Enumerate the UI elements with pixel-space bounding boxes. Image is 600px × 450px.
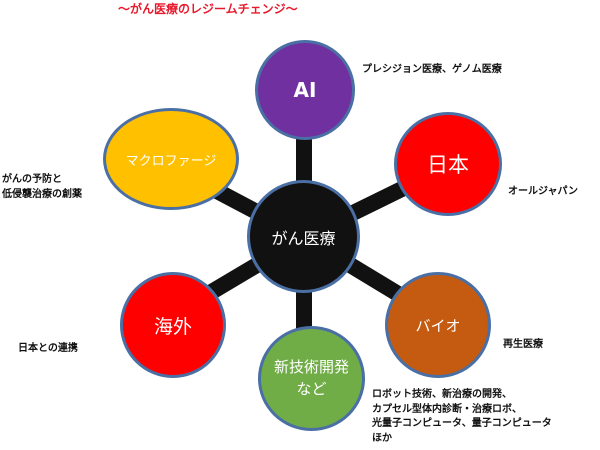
node-macrophage: マクロファージ xyxy=(103,108,239,210)
diagram-title: 〜がん医療のレジームチェンジ〜 xyxy=(118,2,298,16)
node-ai: AI xyxy=(255,40,355,140)
node-overseas-label: 海外 xyxy=(153,315,192,338)
annotation-bio: 再生医療 xyxy=(503,339,543,350)
annotation-ai: プレシジョン医療、ゲノム医療 xyxy=(362,64,502,75)
node-bio: バイオ xyxy=(385,272,491,378)
node-center: がん医療 xyxy=(247,180,360,293)
node-japan-label: 日本 xyxy=(427,153,469,177)
node-macrophage-label: マクロファージ xyxy=(125,153,217,169)
node-overseas: 海外 xyxy=(120,272,226,378)
node-bio-label: バイオ xyxy=(415,316,461,335)
annotation-newtech: ロボット技術、新治療の開発、 カプセル型体内診断・治療ロボ、 光量子コンピュータ… xyxy=(372,389,552,444)
annotation-overseas: 日本との連携 xyxy=(18,343,78,354)
node-newtech: 新技術開発 など xyxy=(258,326,365,431)
node-ai-label: AI xyxy=(293,78,317,102)
node-japan: 日本 xyxy=(394,112,502,216)
node-newtech-label: 新技術開発 など xyxy=(273,357,349,398)
node-center-label: がん医療 xyxy=(271,228,336,248)
annotation-japan: オールジャパン xyxy=(508,186,578,197)
annotation-macrophage: がんの予防と 低侵襲治療の創薬 xyxy=(2,174,82,200)
